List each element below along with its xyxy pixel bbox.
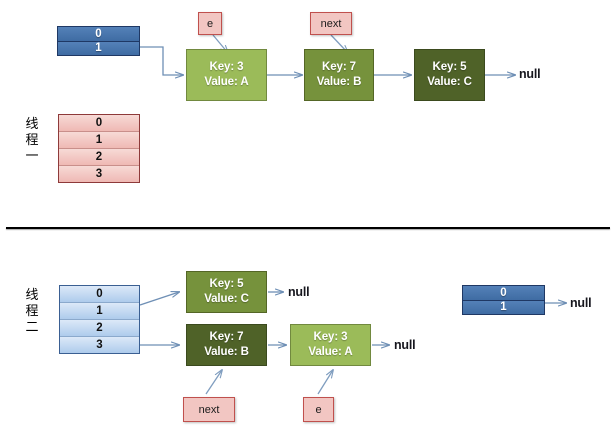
node-key-5-value: Value: C bbox=[427, 76, 472, 88]
pointer-e-top[interactable]: e bbox=[198, 12, 222, 35]
thread-one-table-row-2[interactable]: 2 bbox=[59, 149, 139, 166]
node-key-3[interactable]: Key: 3 Value: A bbox=[186, 49, 267, 101]
thread-one-table-row-0[interactable]: 0 bbox=[59, 115, 139, 132]
node-key-7-bottom[interactable]: Key: 7 Value: B bbox=[186, 324, 267, 366]
null-label-chain-b: null bbox=[394, 338, 416, 352]
section-divider bbox=[6, 227, 610, 229]
bucket-array-top-row-1[interactable]: 1 bbox=[58, 41, 139, 55]
connector-e-to-key3-bottom bbox=[317, 370, 333, 395]
thread-two-table-row-1[interactable]: 1 bbox=[60, 303, 139, 320]
node-key-3-key: Key: 3 bbox=[209, 61, 244, 73]
thread-two-label: 线 程 二 bbox=[23, 288, 41, 336]
bucket-array-bottom[interactable]: 0 1 bbox=[462, 285, 545, 315]
null-label-chain-a: null bbox=[288, 285, 310, 299]
node-key-3-bottom[interactable]: Key: 3 Value: A bbox=[290, 324, 371, 366]
node-key-7-key: Key: 7 bbox=[322, 61, 356, 73]
bucket-array-top-row-0[interactable]: 0 bbox=[58, 27, 139, 42]
thread-one-label-char-0: 线 bbox=[25, 117, 39, 132]
thread-one-label-char-2: 一 bbox=[25, 149, 39, 164]
pointer-e-bottom-label: e bbox=[315, 403, 322, 416]
connector-bucket-to-key3 bbox=[140, 46, 183, 75]
thread-two-table-row-3[interactable]: 3 bbox=[60, 337, 139, 353]
connector-next-to-key7-bottom bbox=[205, 370, 222, 395]
node-key-5-bottom-key: Key: 5 bbox=[209, 278, 244, 290]
thread-two-label-char-1: 程 bbox=[25, 304, 39, 319]
thread-two-table[interactable]: 0 1 2 3 bbox=[59, 285, 140, 354]
node-key-5-key: Key: 5 bbox=[432, 61, 467, 73]
null-label-bucket-bottom: null bbox=[570, 296, 592, 310]
bucket-array-bottom-row-0[interactable]: 0 bbox=[463, 286, 544, 301]
node-key-7-bottom-key: Key: 7 bbox=[209, 331, 244, 343]
bucket-array-top[interactable]: 0 1 bbox=[57, 26, 140, 56]
pointer-e-top-label: e bbox=[206, 17, 214, 30]
thread-two-label-char-0: 线 bbox=[25, 288, 39, 303]
pointer-next-top[interactable]: next bbox=[310, 12, 352, 35]
thread-two-table-row-2[interactable]: 2 bbox=[60, 320, 139, 337]
node-key-3-bottom-value: Value: A bbox=[308, 346, 353, 358]
thread-two-label-char-2: 二 bbox=[25, 320, 39, 335]
pointer-next-top-label: next bbox=[320, 17, 342, 30]
pointer-next-bottom[interactable]: next bbox=[183, 397, 235, 422]
bucket-array-bottom-row-1[interactable]: 1 bbox=[463, 300, 544, 314]
node-key-3-value: Value: A bbox=[204, 76, 249, 88]
thread-one-table[interactable]: 0 1 2 3 bbox=[58, 114, 140, 183]
pointer-e-bottom[interactable]: e bbox=[303, 397, 334, 422]
node-key-5-bottom[interactable]: Key: 5 Value: C bbox=[186, 271, 267, 313]
pointer-next-bottom-label: next bbox=[198, 403, 220, 416]
thread-one-label-char-1: 程 bbox=[25, 133, 39, 148]
node-key-5-bottom-value: Value: C bbox=[204, 293, 249, 305]
node-key-7-value: Value: B bbox=[316, 76, 362, 88]
thread-one-table-row-1[interactable]: 1 bbox=[59, 132, 139, 149]
node-key-3-bottom-key: Key: 3 bbox=[313, 331, 348, 343]
null-label-top: null bbox=[519, 67, 541, 81]
node-key-5[interactable]: Key: 5 Value: C bbox=[414, 49, 485, 101]
thread-two-table-row-0[interactable]: 0 bbox=[60, 286, 139, 303]
thread-one-table-row-3[interactable]: 3 bbox=[59, 166, 139, 182]
connector-bucket1-to-key5-bottom bbox=[139, 292, 179, 306]
node-key-7-bottom-value: Value: B bbox=[204, 346, 249, 358]
node-key-7[interactable]: Key: 7 Value: B bbox=[304, 49, 374, 101]
thread-one-label: 线 程 一 bbox=[23, 117, 41, 165]
